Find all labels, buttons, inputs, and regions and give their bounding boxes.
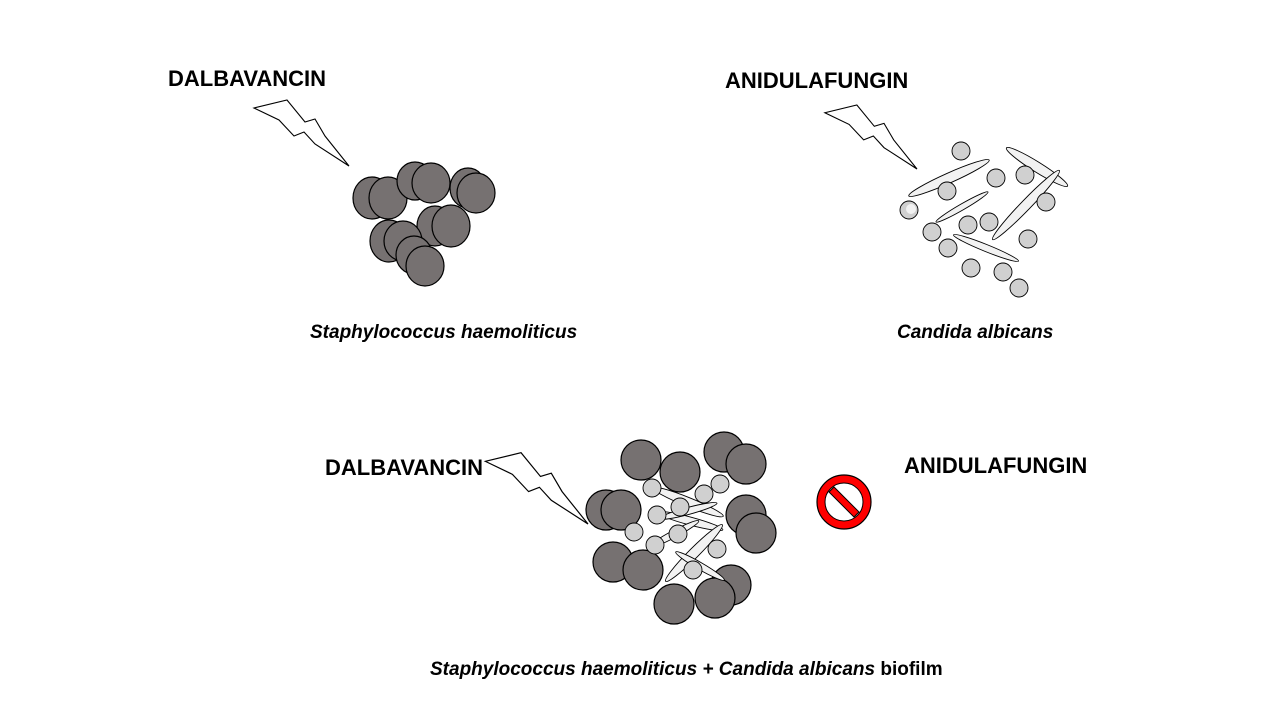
candida-caption: Candida albicans xyxy=(897,322,1054,343)
biofilm-cluster xyxy=(585,431,777,625)
yeast-cell xyxy=(670,497,690,517)
staph-cell xyxy=(405,245,445,287)
yeast-cell xyxy=(993,262,1013,282)
yeast-cell xyxy=(922,222,942,242)
biofilm-caption: Staphylococcus haemoliticus + Candida al… xyxy=(430,660,943,679)
lightning-bolt-icon xyxy=(824,104,918,170)
anidulafungin-label: ANIDULAFUNGIN xyxy=(725,68,909,93)
yeast-cell xyxy=(707,539,727,559)
hypha xyxy=(992,169,1060,241)
yeast-cell xyxy=(1018,229,1038,249)
lightning-bolt-icon xyxy=(253,99,350,167)
hypha xyxy=(953,234,1019,262)
yeast-cell xyxy=(645,535,665,555)
hypha xyxy=(935,191,989,223)
biofilm-caption-staph: Staphylococcus haemoliticus xyxy=(430,659,698,680)
biofilm-caption-suffix: biofilm xyxy=(875,659,943,680)
staphylococcus-cluster xyxy=(352,161,496,287)
staph-cell xyxy=(620,439,662,481)
yeast-cell xyxy=(1036,192,1056,212)
hypha xyxy=(665,524,723,582)
yeast-cell xyxy=(958,215,978,235)
yeast-cell xyxy=(642,478,662,498)
dalbavancin-label: DALBAVANCIN xyxy=(168,66,327,91)
lightning-bolt-icon xyxy=(484,452,589,525)
candida-cluster xyxy=(899,141,1069,298)
yeast-cell xyxy=(986,168,1006,188)
staph-cell xyxy=(456,172,496,214)
yeast-cell xyxy=(979,212,999,232)
staphylococcus-caption: Staphylococcus haemoliticus xyxy=(310,322,578,343)
staph-cell xyxy=(653,583,695,625)
biofilm-dalbavancin-label: DALBAVANCIN xyxy=(325,455,484,480)
hypha xyxy=(1005,147,1069,187)
biofilm-anidulafungin-label: ANIDULAFUNGIN xyxy=(904,453,1088,478)
staph-cell xyxy=(600,489,642,531)
yeast-cell xyxy=(1009,278,1029,298)
biofilm-caption-candida: Candida albicans xyxy=(718,659,876,680)
yeast-cell xyxy=(683,560,703,580)
yeast-cell xyxy=(647,505,667,525)
yeast-cell xyxy=(961,258,981,278)
yeast-cell xyxy=(937,181,957,201)
biofilm-caption-plus: + xyxy=(697,659,719,680)
staph-cell xyxy=(622,549,664,591)
staph-cell xyxy=(725,443,767,485)
staph-cell xyxy=(659,451,701,493)
staph-cell xyxy=(694,577,736,619)
yeast-cell xyxy=(624,522,644,542)
yeast-cell xyxy=(951,141,971,161)
yeast-cell xyxy=(694,484,714,504)
prohibition-sign-icon xyxy=(816,474,872,530)
staph-cell xyxy=(411,162,451,204)
staph-cell xyxy=(431,204,471,248)
yeast-cell xyxy=(710,474,730,494)
staph-cell xyxy=(735,512,777,554)
yeast-cell xyxy=(668,524,688,544)
yeast-cell xyxy=(938,238,958,258)
yeast-cell xyxy=(1015,165,1035,185)
